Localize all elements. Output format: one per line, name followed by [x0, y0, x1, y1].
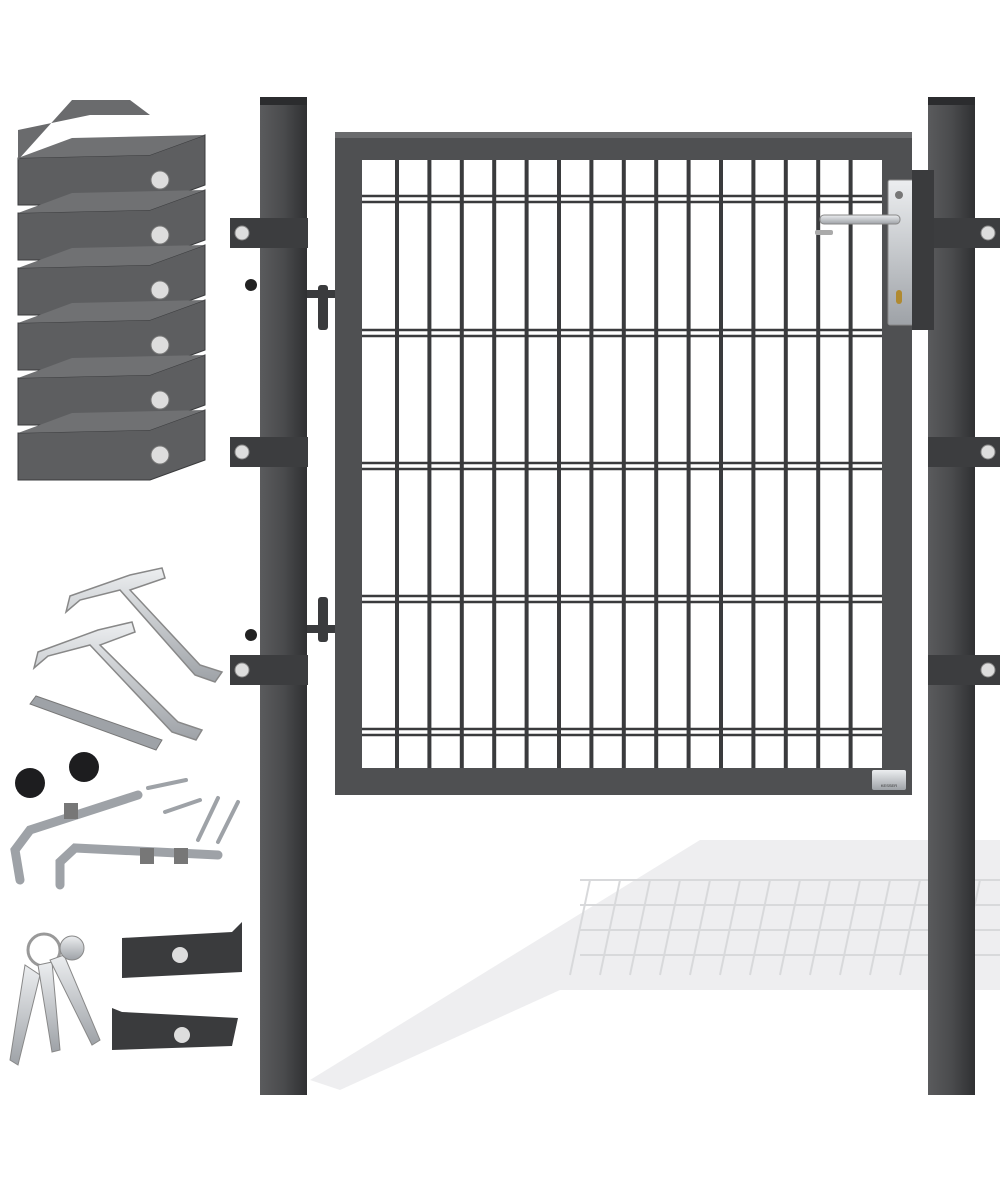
fence-bracket-top	[18, 410, 205, 433]
square-spindle	[29, 695, 163, 751]
shadow-line	[599, 879, 621, 976]
shadow-line	[629, 879, 651, 976]
hinge-top	[245, 279, 335, 330]
shadow-line	[899, 879, 921, 976]
brand-badge: KESSER	[872, 770, 906, 790]
left-post	[260, 97, 307, 1095]
fence-bracket-top	[18, 300, 205, 323]
clamp-bolt	[234, 225, 250, 241]
fence-bracket-open	[18, 100, 150, 160]
post-clamps	[230, 218, 1000, 685]
shadow-line	[569, 879, 591, 976]
spare-handles	[32, 567, 224, 741]
shadow-line	[749, 879, 771, 976]
clamp-bolt	[234, 662, 250, 678]
keys	[9, 932, 101, 1066]
bracket-bolt	[150, 445, 170, 465]
fence-bracket-top	[18, 190, 205, 213]
gate-mesh	[362, 160, 882, 768]
post-caps	[15, 752, 99, 798]
door-handle	[815, 214, 901, 235]
bracket-bolt	[150, 335, 170, 355]
bracket-stack	[17, 100, 206, 481]
bracket-bolt	[150, 170, 170, 190]
bracket-bolt	[150, 280, 170, 300]
clamp-bolt	[234, 444, 250, 460]
svg-text:KESSER: KESSER	[881, 783, 897, 788]
shadow-line	[869, 879, 891, 976]
clamp-bolt	[980, 444, 996, 460]
fence-bracket-top	[18, 135, 205, 158]
shadow-line	[719, 879, 741, 976]
shadow-line	[839, 879, 861, 976]
ground-shadow	[310, 840, 1000, 1090]
fence-bracket-top	[18, 245, 205, 268]
clamp-bolt	[980, 662, 996, 678]
gate-lock	[887, 170, 934, 330]
right-post	[928, 97, 975, 1095]
gate-stop-brackets	[112, 922, 242, 1050]
bracket-bolt	[150, 390, 170, 410]
shadow-line	[659, 879, 681, 976]
shadow-line	[779, 879, 801, 976]
shadow-line	[689, 879, 711, 976]
hinge-bolts	[10, 778, 240, 890]
bracket-bolt	[150, 225, 170, 245]
fence-bracket-top	[18, 355, 205, 378]
hinge-bottom	[245, 597, 335, 642]
shadow-line	[809, 879, 831, 976]
clamp-bolt	[980, 225, 996, 241]
